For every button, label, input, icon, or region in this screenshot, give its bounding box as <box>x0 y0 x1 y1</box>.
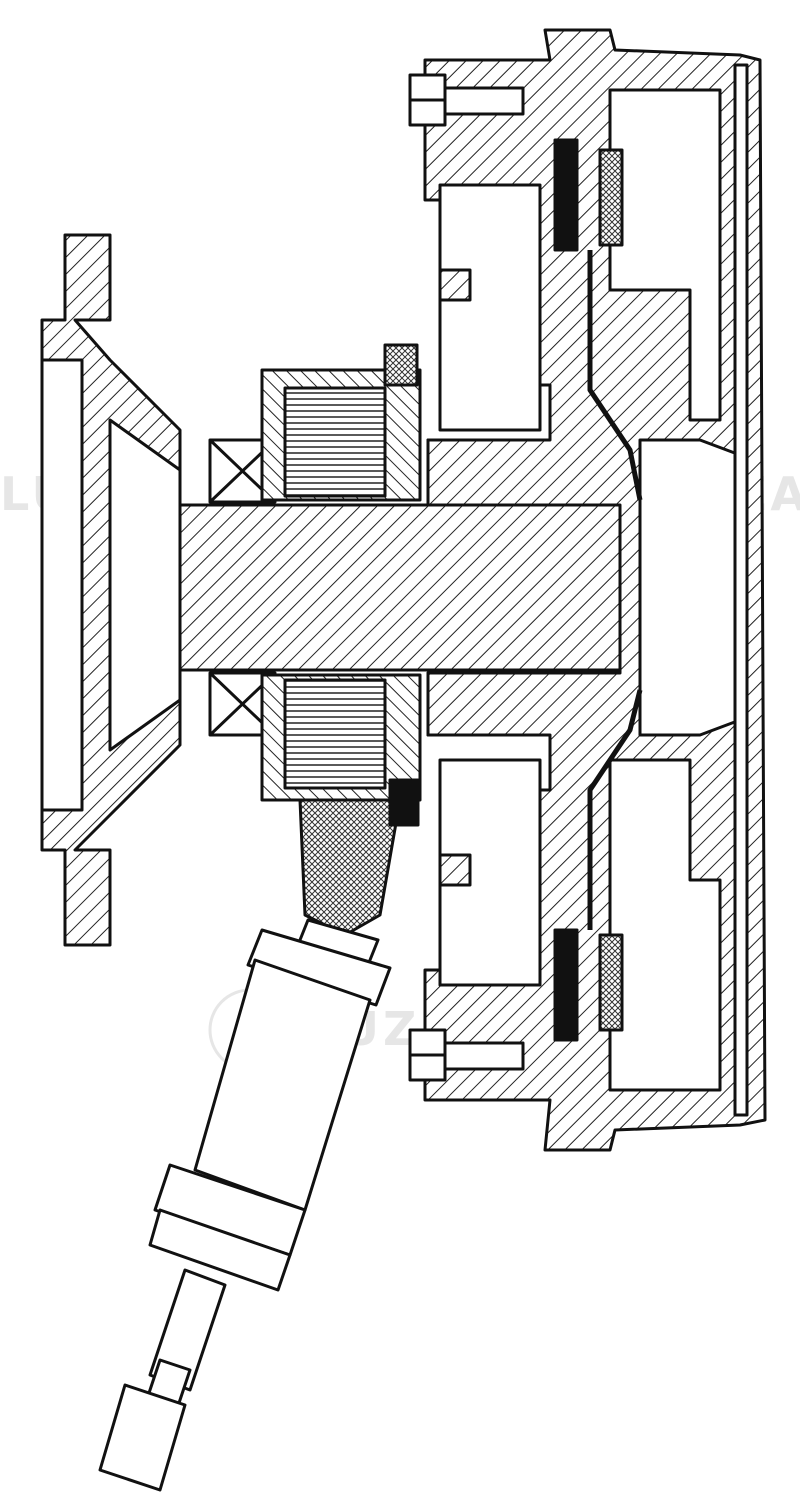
bolt-bottom <box>408 1028 525 1082</box>
shaft <box>178 503 622 672</box>
speed-sensor <box>98 918 392 1492</box>
sensor-mount <box>298 798 402 937</box>
coil-top <box>283 386 387 498</box>
flange-face <box>40 358 84 812</box>
housing-cavity-bottom <box>438 758 542 987</box>
diaphragm-spring <box>587 250 643 930</box>
cover-cavity-top <box>608 88 722 422</box>
cover-cavity-bottom <box>608 758 722 1092</box>
bolt-top <box>408 73 525 127</box>
housing-cavity-top <box>438 183 542 432</box>
clutch-plate-bottom <box>553 928 579 1042</box>
center-cavity <box>638 438 742 737</box>
coil-bottom <box>283 678 387 790</box>
clutch-plate-top <box>553 138 579 252</box>
